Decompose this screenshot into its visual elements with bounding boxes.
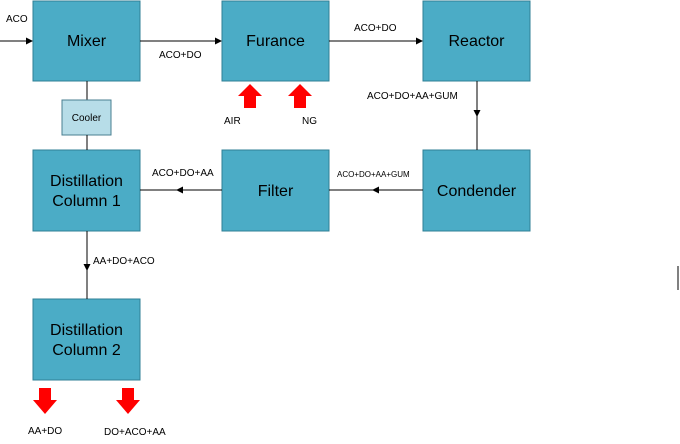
mixer-block: Mixer bbox=[32, 0, 141, 82]
distillation-column-1-label-line2: Column 1 bbox=[52, 193, 121, 210]
reactor-to-condender-label: ACO+DO+AA+GUM bbox=[367, 91, 458, 102]
ng-label: NG bbox=[302, 116, 317, 127]
product-right-arrow bbox=[116, 388, 140, 414]
distillation-column-2-label-line1: Distillation bbox=[50, 322, 123, 339]
condender-block: Condender bbox=[422, 149, 531, 232]
condender-to-filter-arrow bbox=[329, 186, 423, 194]
reactor-label: Reactor bbox=[448, 33, 505, 50]
product-left-arrow bbox=[33, 388, 57, 414]
ng-input-arrow bbox=[288, 84, 312, 108]
furnace-to-reactor-label: ACO+DO bbox=[354, 23, 397, 34]
distillation-column-1-block: Distillation Column 1 bbox=[32, 149, 141, 232]
feed-label: ACO bbox=[6, 14, 28, 25]
cooler-label: Cooler bbox=[72, 113, 102, 124]
distillation-column-2-label-line2: Column 2 bbox=[52, 342, 121, 359]
mixer-to-furnace-label: ACO+DO bbox=[159, 50, 202, 61]
dist1-to-dist2-label: AA+DO+ACO bbox=[93, 256, 155, 267]
reactor-to-condender-arrow bbox=[473, 81, 481, 150]
furnace-block: Furance bbox=[221, 0, 330, 82]
air-input-arrow bbox=[238, 84, 262, 108]
filter-label: Filter bbox=[258, 183, 294, 200]
mixer-label: Mixer bbox=[67, 33, 107, 50]
air-label: AIR bbox=[224, 116, 241, 127]
condender-label: Condender bbox=[437, 183, 517, 200]
furnace-to-reactor-arrow bbox=[329, 37, 423, 45]
filter-block: Filter bbox=[221, 149, 330, 232]
reactor-block: Reactor bbox=[422, 0, 531, 82]
furnace-label: Furance bbox=[246, 33, 305, 50]
mixer-to-furnace-arrow bbox=[140, 37, 222, 45]
dist1-to-dist2-arrow bbox=[83, 231, 91, 299]
filter-to-dist1-label: ACO+DO+AA bbox=[152, 168, 214, 179]
filter-to-dist1-arrow bbox=[140, 186, 222, 194]
cooler-block: Cooler bbox=[61, 99, 112, 136]
condender-to-filter-label: ACO+DO+AA+GUM bbox=[337, 170, 410, 179]
distillation-column-2-block: Distillation Column 2 bbox=[32, 298, 141, 381]
distillation-column-1-label-line1: Distillation bbox=[50, 173, 123, 190]
product-left-label: AA+DO bbox=[28, 426, 62, 437]
feed-arrow bbox=[0, 37, 33, 45]
product-right-label: DO+ACO+AA bbox=[104, 427, 166, 438]
